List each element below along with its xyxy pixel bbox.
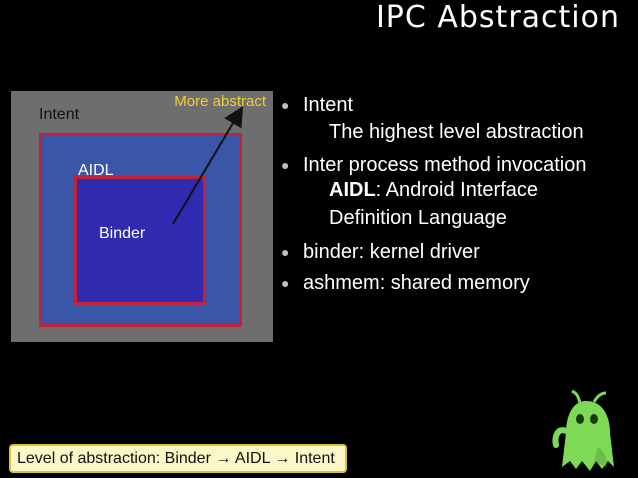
abstraction-level-note: Level of abstraction: Binder → AIDL → In… [9,444,347,473]
more-abstract-label: More abstract [174,93,266,110]
android-mascot-icon [552,389,614,471]
aidl-description: AIDL: Android Interface [329,179,538,202]
intent-description: The highest level abstraction [329,121,584,143]
bullet-text: Intent [303,94,354,116]
aidl-term: AIDL [329,179,376,201]
bullet-dot-icon: ● [281,97,290,113]
abstraction-arrow [172,106,244,225]
binder-label: Binder [99,225,146,242]
aidl-label: AIDL [78,162,114,179]
bullet-text: binder: kernel driver [303,241,480,263]
bullet-dot-icon: ● [281,275,290,291]
abstraction-diagram: Intent More abstract AIDL Binder [11,91,273,342]
aidl-description-line2: Definition Language [329,207,507,229]
slide-title: IPC Abstraction [375,0,620,35]
bullet-text: ashmem: shared memory [303,272,530,294]
aidl-rest: : Android Interface [375,179,538,201]
binder-box: Binder [74,176,206,305]
bullet-dot-icon: ● [281,157,290,173]
bullet-dot-icon: ● [281,244,290,260]
bullet-text: Inter process method invocation [303,154,587,176]
intent-label: Intent [39,106,80,123]
